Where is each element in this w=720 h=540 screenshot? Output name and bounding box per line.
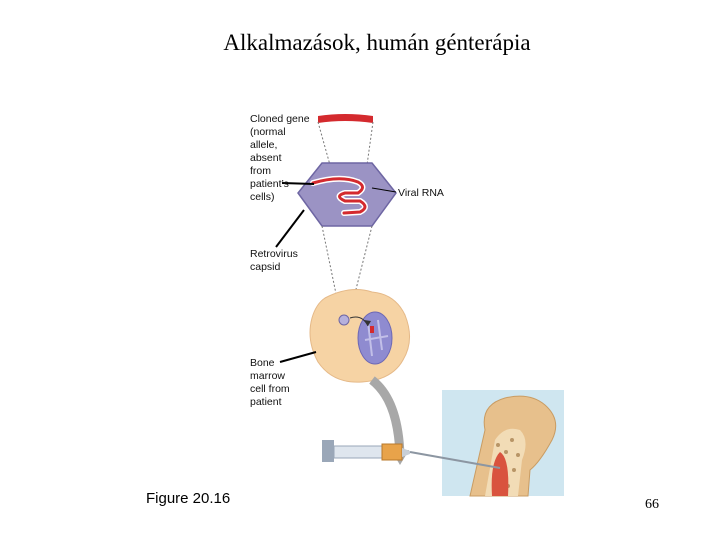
- capsid-pointer: [275, 209, 305, 248]
- syringe: [322, 440, 501, 469]
- figure-label: Figure 20.16: [146, 490, 231, 507]
- entry-arrow-head: [364, 320, 371, 326]
- viral-rna-pointer: [371, 187, 397, 193]
- cloned-gene-strand: [318, 114, 373, 123]
- viral-rna-coil-red: [311, 177, 367, 215]
- cloned-gene-label: Cloned gene (normal allele, absent from …: [250, 113, 310, 203]
- bone-marrow-cell-label: Bone marrow cell from patient: [250, 357, 290, 408]
- slide-title: Alkalmazások, humán génterápia: [223, 30, 531, 55]
- injected-marrow: [491, 452, 509, 496]
- virus-particle: [338, 314, 350, 326]
- retrovirus-capsid-label: Retrovirus capsid: [250, 248, 298, 273]
- chromatin: [364, 319, 389, 357]
- bone-marrow-pointer: [279, 351, 317, 363]
- expansion-lines-bottom: [321, 225, 373, 314]
- page-number: 66: [645, 497, 659, 512]
- viral-rna-label: Viral RNA: [398, 187, 444, 199]
- cloned-gene-pointer: [281, 182, 315, 185]
- expansion-lines-top: [317, 121, 374, 166]
- inserted-gene-mark: [370, 326, 374, 333]
